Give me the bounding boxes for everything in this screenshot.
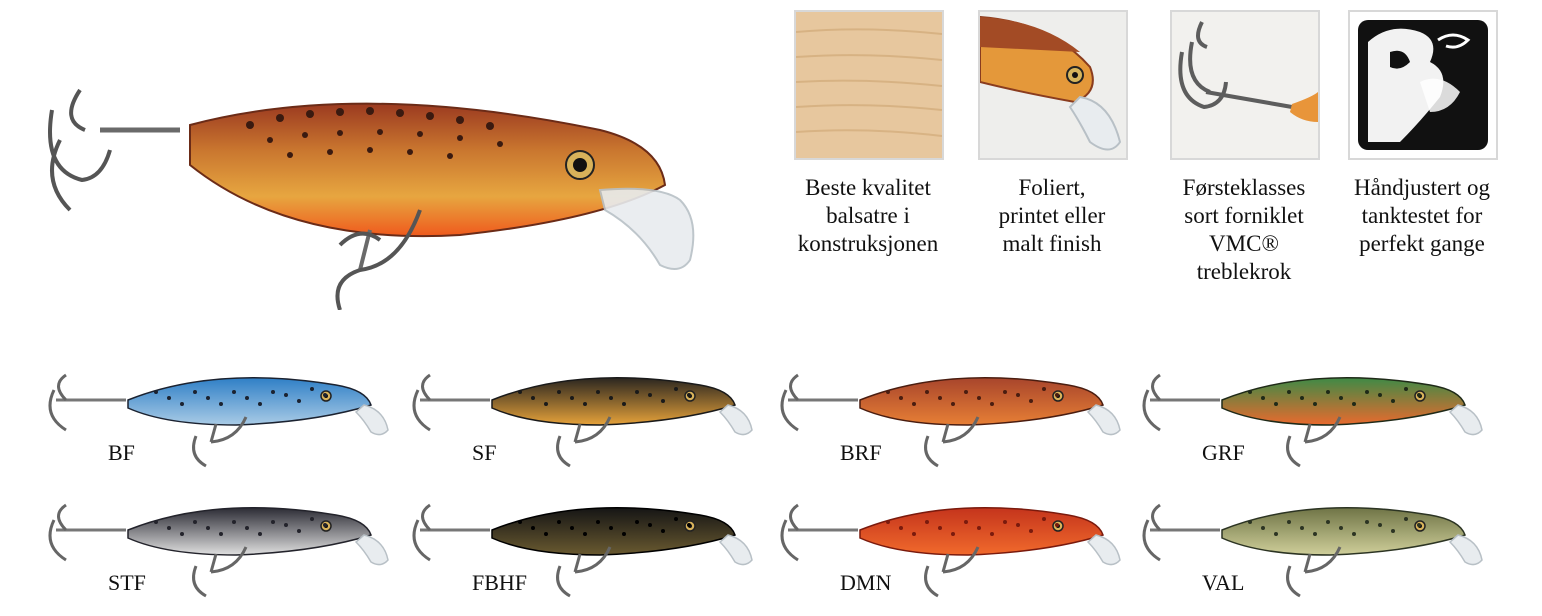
feature-caption: Foliert, printet eller malt finish [998, 175, 1106, 256]
lure-icon [48, 373, 389, 468]
feature-caption: Førsteklasses sort forniklet VMC® treble… [1182, 175, 1306, 284]
feature-finish: Foliert, printet eller malt finish [978, 10, 1128, 258]
lure-icon [48, 503, 389, 598]
lure-icon [780, 503, 1121, 598]
hand-tuned-icon [1348, 10, 1498, 160]
lure-variant-brf [778, 360, 1128, 475]
lure-variant-bf [46, 360, 396, 475]
lure-variant-val [1140, 490, 1490, 605]
lure-icon [1142, 503, 1483, 598]
lure-icon [780, 373, 1121, 468]
lure-code-label: SF [472, 440, 497, 465]
lure-icon [48, 88, 695, 310]
lure-code-label: STF [108, 570, 146, 595]
lure-code-label: FBHF [472, 570, 528, 595]
lure-code-label: BF [108, 440, 135, 465]
hero-lure [40, 70, 720, 310]
lure-icon [412, 503, 753, 598]
lure-icon [1142, 373, 1483, 468]
treble-hook-icon [1170, 10, 1320, 160]
lure-variant-grf [1140, 360, 1490, 475]
lure-code-label: GRF [1202, 440, 1245, 465]
foil-finish-icon [978, 10, 1128, 160]
lure-icon [412, 373, 753, 468]
lure-code-label: VAL [1202, 570, 1245, 595]
lure-code-label: BRF [840, 440, 882, 465]
lure-variant-sf [410, 360, 760, 475]
feature-hook: Førsteklasses sort forniklet VMC® treble… [1170, 10, 1320, 286]
feature-caption: Beste kvalitet balsatre i konstruksjonen [797, 175, 939, 256]
lure-variant-stf [46, 490, 396, 605]
feature-caption: Håndjustert og tanktestet for perfekt ga… [1353, 175, 1491, 256]
feature-balsa: Beste kvalitet balsatre i konstruksjonen [794, 10, 944, 258]
lure-variant-fbhf [410, 490, 760, 605]
lure-code-label: DMN [840, 570, 892, 595]
feature-hand-tuned: Håndjustert og tanktestet for perfekt ga… [1348, 10, 1498, 258]
lure-variant-dmn [778, 490, 1128, 605]
balsa-wood-icon [794, 10, 944, 160]
